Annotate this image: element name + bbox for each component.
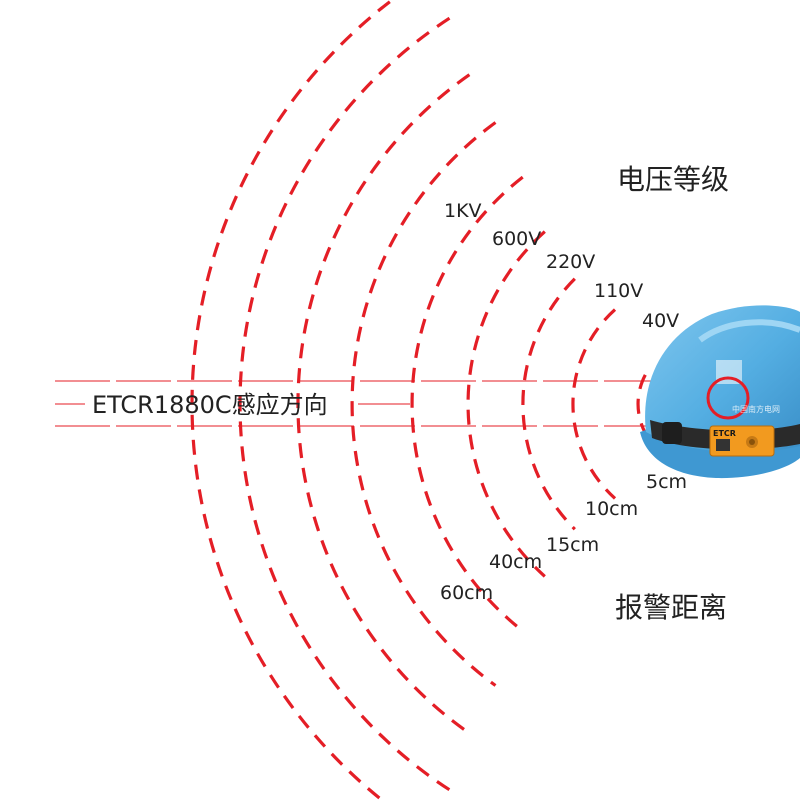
device-brand: ETCR <box>713 429 736 438</box>
voltage-heading: 电压等级 <box>617 163 729 196</box>
wave-arc <box>410 175 524 633</box>
helmet-logo: 中国南方电网 <box>706 360 780 420</box>
distance-label: 10cm <box>585 498 638 520</box>
wave-arc <box>238 16 451 792</box>
wave-arc <box>190 0 395 800</box>
wave-arc <box>521 277 576 531</box>
wave-arcs <box>190 0 647 800</box>
wave-arc <box>296 73 471 735</box>
distance-label: 60cm <box>440 582 493 604</box>
distance-label: 5cm <box>646 471 687 493</box>
svg-text:中国南方电网: 中国南方电网 <box>732 404 780 414</box>
voltage-labels: 1KV 600V 220V 110V 40V <box>444 200 679 332</box>
direction-label: ETCR1880C感应方向 <box>92 391 328 419</box>
wave-arc <box>571 308 617 500</box>
helmet-ridge <box>698 319 800 343</box>
strap-clip <box>662 422 682 444</box>
distance-heading: 报警距离 <box>615 591 727 624</box>
voltage-label: 110V <box>594 280 643 302</box>
distance-label: 40cm <box>489 551 542 573</box>
voltage-label: 1KV <box>444 200 482 222</box>
distance-labels: 60cm 40cm 15cm 10cm 5cm <box>440 471 687 604</box>
helmet-image: 中国南方电网 ETCR <box>640 305 800 479</box>
wave-arc <box>350 121 497 687</box>
voltage-label: 220V <box>546 251 595 273</box>
wave-arc <box>466 230 546 578</box>
distance-label: 15cm <box>546 534 599 556</box>
wave-arc <box>636 374 647 434</box>
direction-beam <box>55 380 655 427</box>
voltage-label: 40V <box>642 310 679 332</box>
etcr-device: ETCR <box>709 425 775 457</box>
voltage-label: 600V <box>492 228 541 250</box>
